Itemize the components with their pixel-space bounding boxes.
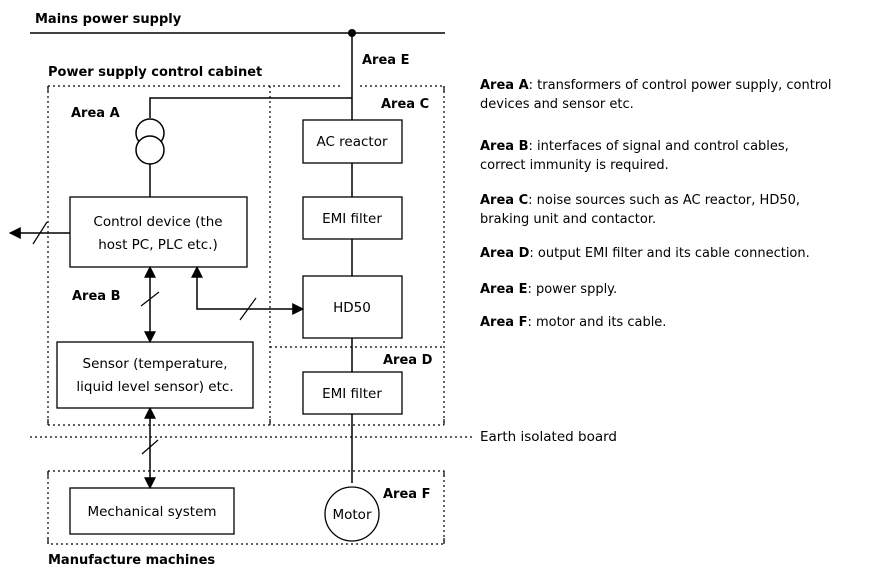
machines-corner-ticks [47, 471, 445, 544]
legend-area-c-text: : noise sources such as AC reactor, HD50… [480, 193, 801, 227]
earth-isolated-label: Earth isolated board [480, 429, 618, 445]
emi-filter-bottom-box: EMI filter [302, 371, 403, 415]
legend-area-c-key: Area C [480, 193, 529, 208]
legend-area-a-text: : transformers of control power supply, … [480, 78, 832, 112]
legend-area-a: Area A: transformers of control power su… [480, 76, 875, 114]
legend-area-c: Area C: noise sources such as AC reactor… [480, 191, 820, 229]
area-a-label: Area A [71, 106, 120, 121]
legend-area-a-key: Area A [480, 78, 529, 93]
emi-filter-top-text: EMI filter [322, 211, 382, 227]
legend-area-d-text: : output EMI filter and its cable connec… [529, 246, 810, 261]
area-c-label: Area C [381, 97, 429, 112]
legend-area-e-text: : power spply. [527, 282, 618, 297]
motor-circle: Motor [324, 486, 380, 542]
power-path [149, 33, 353, 483]
machines-boundary [47, 470, 445, 545]
legend-area-f-text: : motor and its cable. [527, 315, 667, 330]
mechanical-system-box: Mechanical system [69, 487, 235, 535]
control-device-box: Control device (the host PC, PLC etc.) [69, 196, 248, 268]
cabinet-label: Power supply control cabinet [48, 65, 262, 80]
sensor-line2: liquid level sensor) etc. [76, 379, 233, 395]
hd50-box: HD50 [302, 275, 403, 339]
machines-label: Manufacture machines [48, 553, 215, 568]
sensor-line1: Sensor (temperature, [83, 356, 228, 372]
control-device-line1: Control device (the [93, 214, 222, 230]
legend-area-b-text: : interfaces of signal and control cable… [480, 139, 789, 173]
transformer-symbol [135, 118, 165, 165]
legend-area-d: Area D: output EMI filter and its cable … [480, 244, 875, 263]
legend-area-f-key: Area F [480, 315, 528, 330]
signal-arrows [8, 221, 305, 490]
control-device-line2: host PC, PLC etc.) [98, 237, 218, 253]
mains-label: Mains power supply [35, 12, 182, 27]
cabinet-boundary [47, 85, 445, 426]
legend-area-b-key: Area B [480, 139, 529, 154]
legend-area-e-key: Area E [480, 282, 528, 297]
legend-area-b: Area B: interfaces of signal and control… [480, 137, 810, 175]
emi-filter-top-box: EMI filter [302, 196, 403, 240]
legend-area-f: Area F: motor and its cable. [480, 313, 875, 332]
legend-area-e: Area E: power spply. [480, 280, 875, 299]
ac-reactor-text: AC reactor [316, 134, 388, 150]
motor-text: Motor [332, 507, 371, 523]
legend-area-d-key: Area D [480, 246, 530, 261]
emi-filter-bottom-text: EMI filter [322, 386, 382, 402]
area-f-label: Area F [383, 487, 430, 502]
sensor-box: Sensor (temperature, liquid level sensor… [56, 341, 254, 409]
area-d-label: Area D [383, 353, 433, 368]
hd50-text: HD50 [333, 300, 371, 316]
ac-reactor-box: AC reactor [302, 119, 403, 164]
area-b-label: Area B [72, 289, 121, 304]
cabinet-corner-ticks [47, 86, 445, 425]
area-e-label: Area E [362, 53, 409, 68]
mechanical-system-text: Mechanical system [87, 504, 216, 520]
